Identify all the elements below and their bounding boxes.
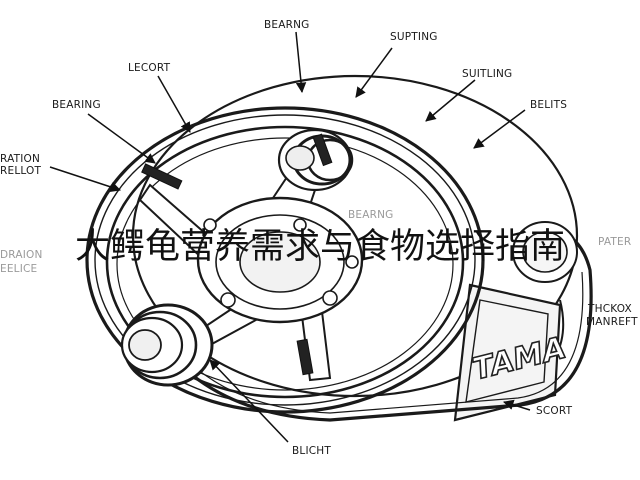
overlay-title: 大鳄龟营养需求与食物选择指南 [74,227,565,267]
label-ration-1: RATION [0,153,40,165]
label-ration-2: RELLOT [0,165,42,177]
label-supting: SUPTING [390,31,438,43]
label-thckox-2: MANREFT [586,316,638,328]
label-lecort: LECORT [128,62,171,74]
wheel-hub [196,196,364,324]
label-suitling: SUITLING [462,68,512,80]
label-belits: BELITS [530,99,567,111]
label-pater: PATER [598,236,631,248]
label-thckox-1: THCKOX [587,303,632,315]
tensioner-pulley [512,221,578,283]
main-wheel [85,106,485,414]
leader-arrows [49,31,531,443]
label-bearing-top: BEARNG [264,19,310,31]
label-draion-2: EELICE [0,263,37,275]
label-bearing-center: BEARNG [348,209,394,221]
part-labels: BEARNG SUPTING SUITLING BELITS LECORT BE… [0,19,638,457]
side-bracket: TAMA [453,283,570,422]
upper-pulley [277,128,354,192]
label-scort: SCORT [536,405,573,417]
lower-pulley [120,303,214,387]
bearing-tags [141,133,333,376]
label-blicht: BLICHT [292,445,331,457]
label-bearing-left: BEARING [52,99,101,111]
label-draion-1: DRAION [0,249,43,261]
